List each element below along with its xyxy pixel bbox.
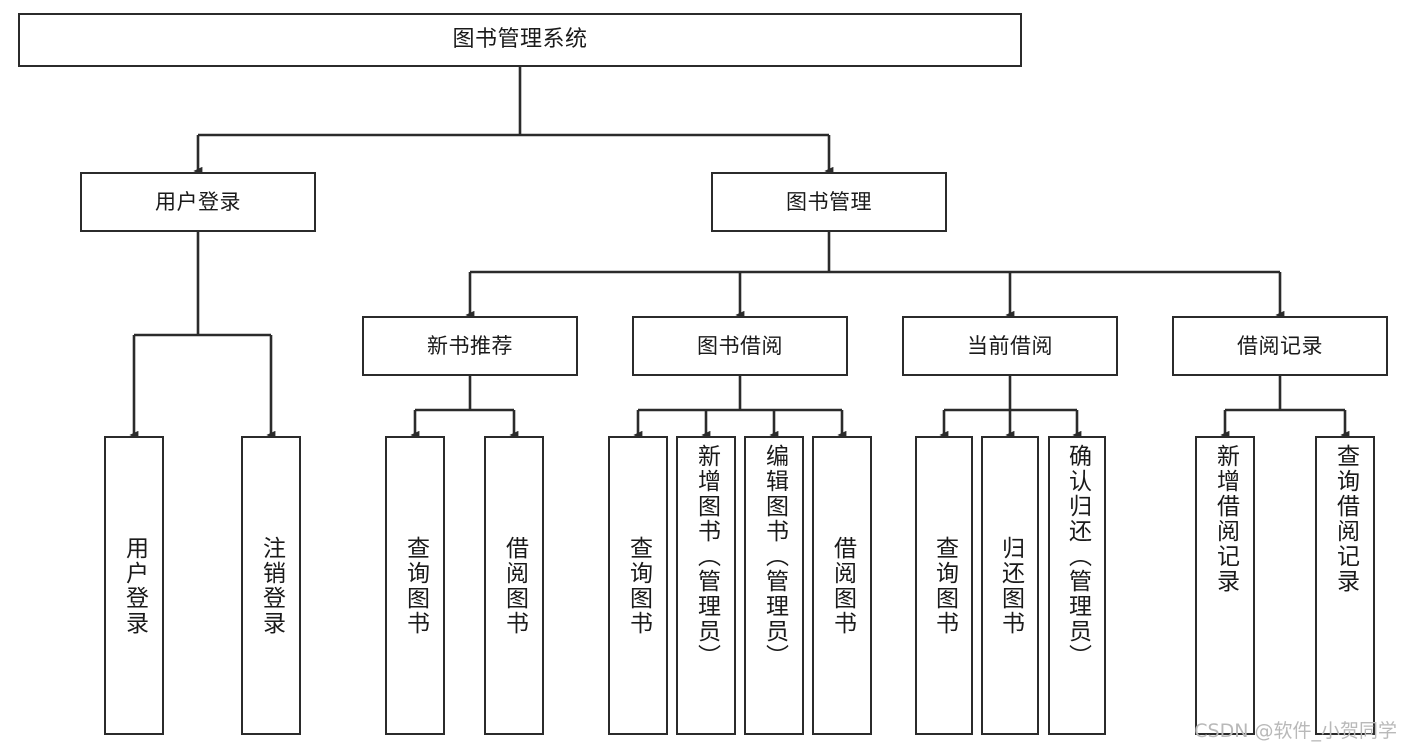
edge-layer [129,67,1350,440]
node-label: 新增借阅记录 [1212,444,1239,594]
node-leaf-bb-borrow[interactable]: 借阅图书 [812,436,872,735]
node-label: 借阅图书 [501,535,528,636]
node-label: 借阅记录 [1237,333,1323,358]
node-label: 查询图书 [931,535,958,636]
node-user-login[interactable]: 用户登录 [80,172,316,232]
node-label: 确认归还（管理员） [1064,444,1091,669]
node-label: 新增图书（管理员） [693,444,720,669]
node-leaf-bb-edit[interactable]: 编辑图书（管理员） [744,436,804,735]
node-label: 用户登录 [155,189,241,214]
node-current-borrow[interactable]: 当前借阅 [902,316,1118,376]
node-label: 查询借阅记录 [1332,444,1359,594]
node-leaf-cb-query[interactable]: 查询图书 [915,436,973,735]
node-label: 借阅图书 [829,535,856,636]
node-leaf-br-query[interactable]: 查询借阅记录 [1315,436,1375,735]
node-label: 图书管理系统 [452,27,588,53]
node-new-book-rec[interactable]: 新书推荐 [362,316,578,376]
node-label: 图书借阅 [697,333,783,358]
node-label: 查询图书 [402,535,429,636]
node-label: 查询图书 [625,535,652,636]
node-leaf-user-login[interactable]: 用户登录 [104,436,164,735]
node-leaf-cb-return[interactable]: 归还图书 [981,436,1039,735]
node-leaf-bb-query[interactable]: 查询图书 [608,436,668,735]
node-label: 图书管理 [786,189,872,214]
node-label: 编辑图书（管理员） [761,444,788,669]
node-book-mgmt[interactable]: 图书管理 [711,172,947,232]
node-leaf-user-logout[interactable]: 注销登录 [241,436,301,735]
node-root[interactable]: 图书管理系统 [18,13,1022,67]
watermark-text: CSDN @软件_小贺同学 [1194,720,1397,742]
node-leaf-rec-borrow[interactable]: 借阅图书 [484,436,544,735]
node-label: 注销登录 [258,535,285,636]
node-label: 当前借阅 [967,333,1053,358]
node-label: 新书推荐 [427,333,513,358]
node-label: 用户登录 [121,535,148,636]
node-borrow-record[interactable]: 借阅记录 [1172,316,1388,376]
node-leaf-rec-query[interactable]: 查询图书 [385,436,445,735]
node-label: 归还图书 [997,535,1024,636]
node-leaf-bb-add[interactable]: 新增图书（管理员） [676,436,736,735]
node-book-borrow[interactable]: 图书借阅 [632,316,848,376]
node-leaf-cb-confirm[interactable]: 确认归还（管理员） [1048,436,1106,735]
node-leaf-br-add[interactable]: 新增借阅记录 [1195,436,1255,735]
